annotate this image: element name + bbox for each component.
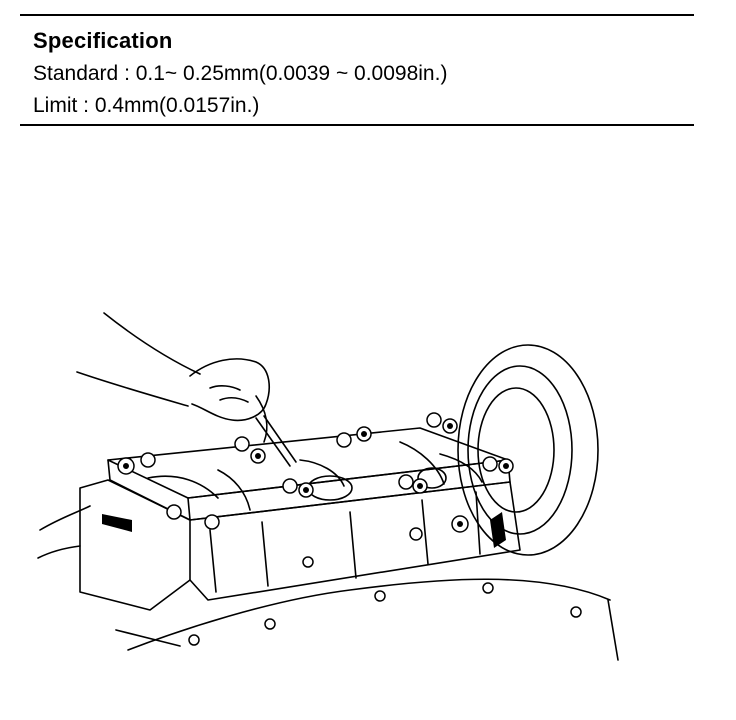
specification-box: Specification Standard : 0.1~ 0.25mm(0.0… — [20, 14, 694, 126]
engine-crankshaft-icon — [37, 312, 619, 661]
standard-spec: Standard : 0.1~ 0.25mm(0.0039 ~ 0.0098in… — [33, 62, 448, 85]
specification-title: Specification — [33, 28, 173, 53]
limit-spec: Limit : 0.4mm(0.0157in.) — [33, 94, 260, 117]
engine-illustration — [20, 300, 620, 680]
